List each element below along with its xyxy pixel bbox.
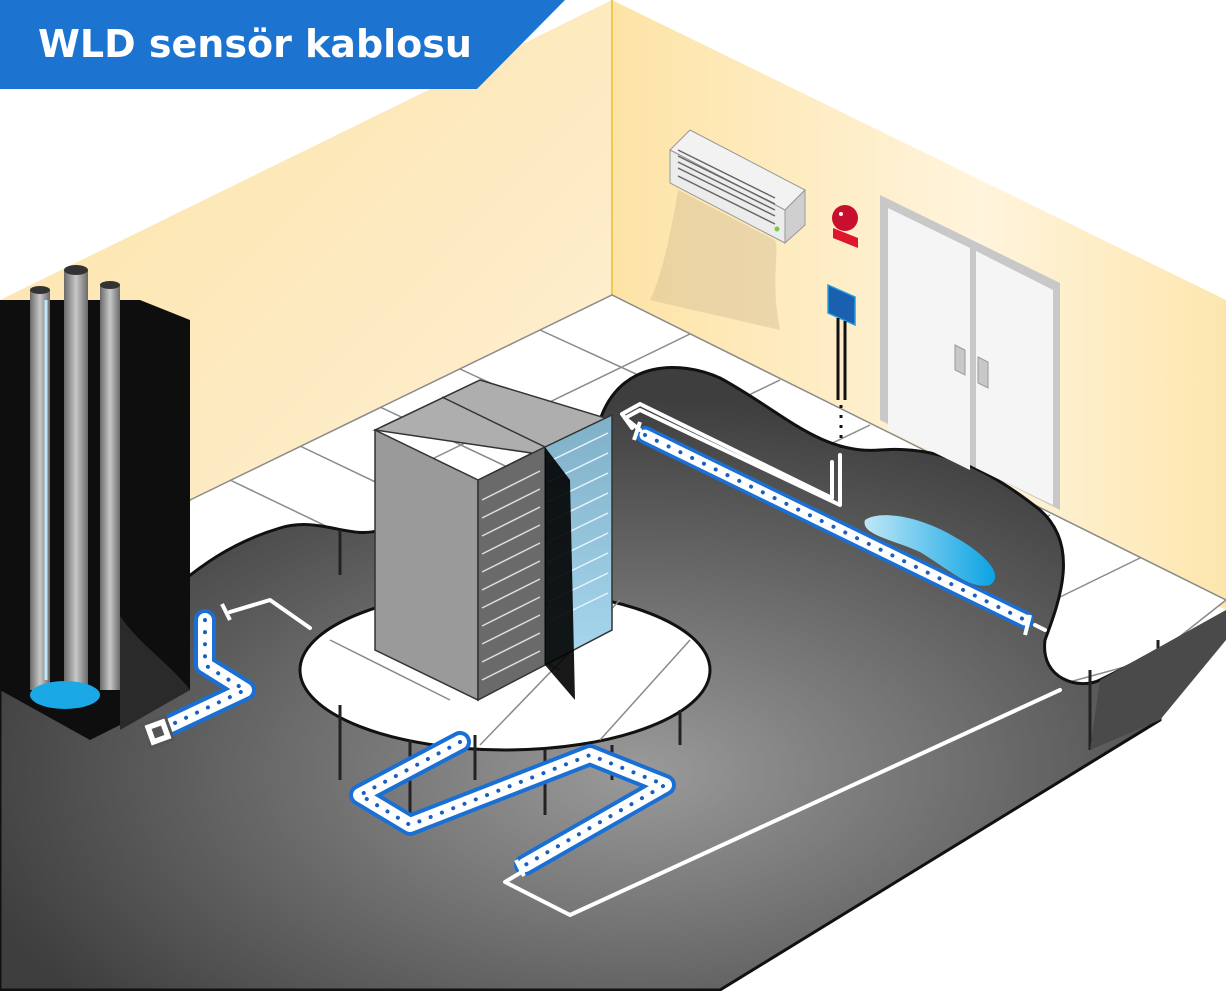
leader-cable — [228, 402, 1062, 917]
door-handle[interactable] — [977, 356, 989, 389]
pipe — [64, 270, 88, 690]
cable-end-terminator — [140, 714, 176, 750]
water-leak — [864, 515, 996, 586]
subfloor-edge — [1090, 610, 1226, 750]
title-banner — [0, 0, 565, 89]
door-handle[interactable] — [954, 344, 966, 376]
water-leak — [30, 681, 100, 709]
cable-connector — [220, 421, 1032, 877]
rack-door[interactable] — [545, 447, 575, 700]
control-panel — [827, 283, 856, 455]
alarm-bell — [832, 205, 858, 248]
server-rack — [372, 379, 614, 702]
double-door[interactable] — [880, 195, 1060, 510]
pipe — [100, 285, 120, 690]
sensor-cable[interactable] — [149, 426, 1034, 876]
pipe-shaft — [0, 265, 190, 740]
air-conditioner — [650, 129, 806, 330]
title-text: WLD sensör kablosu — [38, 22, 472, 66]
